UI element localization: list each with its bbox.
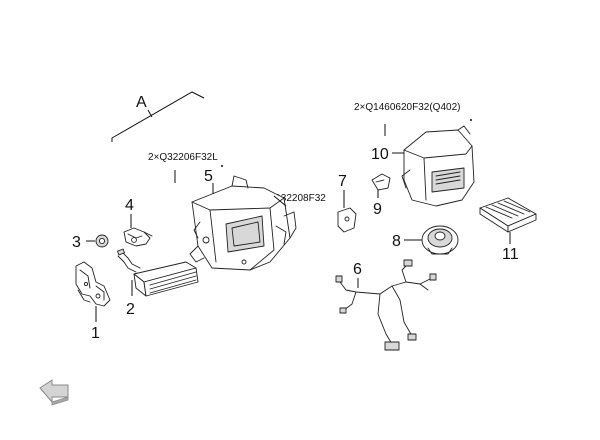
part-9-blower-resistor[interactable] bbox=[371, 173, 391, 191]
back-arrow-icon[interactable] bbox=[38, 378, 72, 408]
part-2-heater-core[interactable] bbox=[117, 248, 199, 297]
group-a-bracket: A bbox=[111, 91, 205, 142]
group-a-label: A bbox=[136, 94, 147, 111]
callout-4: 4 bbox=[125, 197, 134, 214]
part-1-bracket[interactable] bbox=[75, 261, 111, 307]
callout-11: 11 bbox=[502, 246, 519, 263]
part-number-screw-b: Q32208F32 bbox=[273, 193, 326, 204]
part-number-screw-a: 2×Q32206F32L bbox=[148, 152, 218, 163]
part-3-grommet[interactable] bbox=[95, 234, 109, 248]
callout-6: 6 bbox=[353, 261, 362, 278]
callout-10: 10 bbox=[371, 146, 389, 163]
callout-3: 3 bbox=[72, 234, 81, 251]
part-4-actuator[interactable] bbox=[123, 227, 153, 247]
callout-7: 7 bbox=[338, 173, 347, 190]
callout-8: 8 bbox=[392, 233, 401, 250]
part-7-sensor-bracket[interactable] bbox=[337, 207, 357, 233]
callout-9: 9 bbox=[373, 201, 382, 218]
part-5-hvac-case[interactable] bbox=[189, 175, 297, 271]
part-10-blower-housing[interactable] bbox=[401, 125, 475, 207]
callout-5: 5 bbox=[204, 168, 213, 185]
callout-1: 1 bbox=[91, 325, 100, 342]
callout-2: 2 bbox=[126, 301, 135, 318]
part-8-blower-motor[interactable] bbox=[421, 225, 459, 255]
part-11-cabin-filter[interactable] bbox=[479, 197, 537, 233]
part-6-wiring-harness[interactable] bbox=[335, 259, 437, 351]
part-number-screw-c: 2×Q1460620F32(Q402) bbox=[354, 102, 460, 113]
